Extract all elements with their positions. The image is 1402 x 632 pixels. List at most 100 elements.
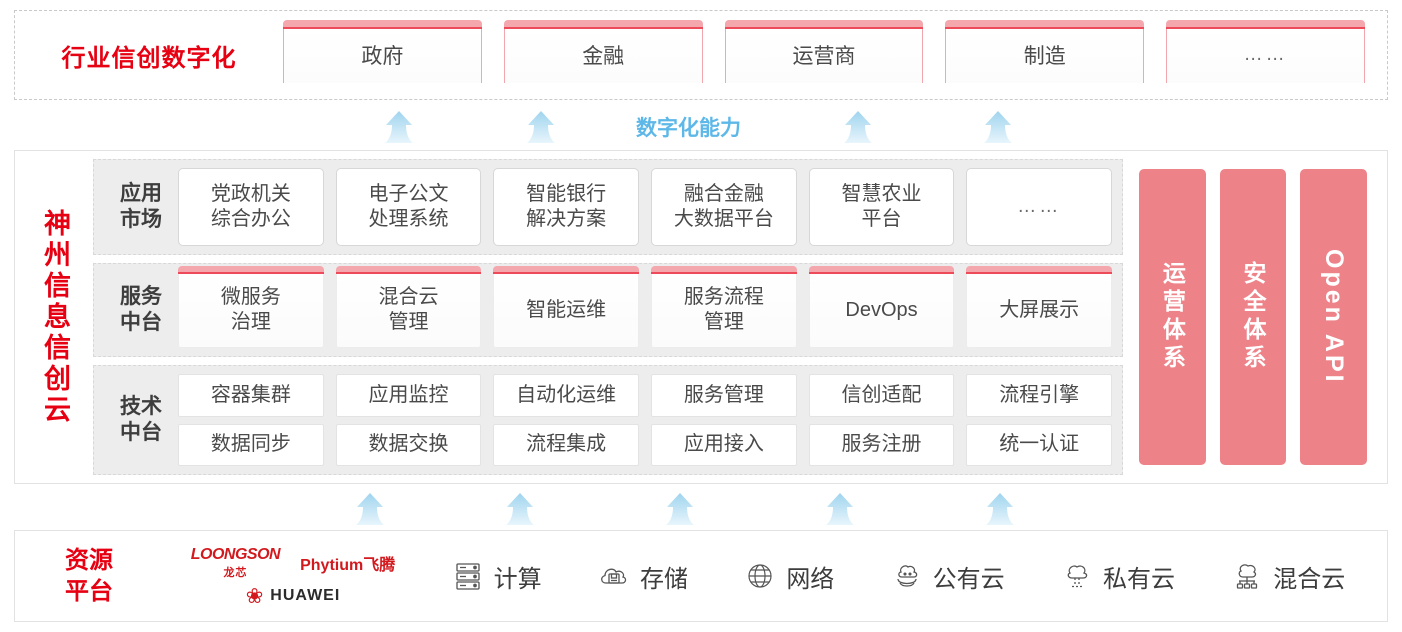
resource-title-line2: 平台	[65, 578, 113, 605]
vendor-logo-line-2: ❀ HUAWEI	[246, 586, 341, 607]
cloud-platform-rows: 应用 市场 党政机关综合办公 电子公文处理系统 智能银行解决方案 融合金融大数据…	[93, 151, 1129, 483]
industry-box-label: 政府	[361, 45, 404, 68]
svc-cell-service-process-mgmt[interactable]: 服务流程管理	[651, 266, 797, 348]
private-cloud-icon	[1060, 559, 1094, 593]
tech-cell-unified-auth[interactable]: 统一认证	[966, 423, 1113, 466]
tech-cell-container-cluster[interactable]: 容器集群	[178, 374, 324, 417]
tech-cell-app-access[interactable]: 应用接入	[651, 423, 797, 466]
cell-label: 统一认证	[999, 433, 1080, 456]
server-rack-icon	[451, 559, 485, 593]
row-service-platform: 服务 中台 微服务治理 混合云管理 智能运维 服务流程管理 DevOps 大屏展…	[93, 263, 1123, 357]
vendor-logo-line-1: LOONGSON 龙芯 Phytium飞腾	[191, 546, 395, 580]
resource-platform-title: 资源 平台	[15, 545, 163, 607]
resource-item-compute[interactable]: 计算	[451, 559, 542, 594]
industry-box-telecom[interactable]: 运营商	[724, 20, 924, 83]
loongson-logo-en: LOONGSON	[190, 545, 281, 563]
public-cloud-icon	[890, 559, 924, 593]
tech-cell-data-exchange[interactable]: 数据交换	[335, 423, 482, 466]
resource-item-network[interactable]: 网络	[743, 559, 834, 594]
cloud-platform-title: 神州信息信创云	[15, 151, 93, 483]
app-cell-more[interactable]: ……	[966, 168, 1113, 246]
resource-item-label: 网络	[786, 565, 835, 593]
tech-cell-service-registry[interactable]: 服务注册	[808, 423, 955, 466]
pillar-label: 安全体系	[1240, 261, 1266, 373]
hybrid-cloud-icon	[1230, 559, 1264, 593]
app-cell-government-office[interactable]: 党政机关综合办公	[178, 168, 324, 246]
svc-cell-large-screen-display[interactable]: 大屏展示	[966, 266, 1113, 348]
cell-label: 混合云管理	[378, 286, 439, 333]
cell-label: DevOps	[845, 298, 918, 321]
tech-cells-row-2: 数据同步 数据交换 流程集成 应用接入 服务注册 统一认证	[178, 423, 1113, 466]
app-cell-smart-agriculture[interactable]: 智慧农业平台	[808, 168, 955, 246]
vendor-logo-group: LOONGSON 龙芯 Phytium飞腾 ❀ HUAWEI	[163, 546, 423, 607]
resource-item-public-cloud[interactable]: 公有云	[890, 559, 1005, 594]
row-label-line1: 应用	[120, 182, 162, 206]
row-cells-tech-platform: 容器集群 应用监控 自动化运维 服务管理 信创适配 流程引擎 数据同步 数据交换…	[178, 374, 1113, 466]
resource-item-label: 存储	[639, 565, 688, 593]
industry-box-manufacturing[interactable]: 制造	[945, 20, 1145, 83]
tech-cell-service-mgmt[interactable]: 服务管理	[651, 374, 797, 417]
app-cell-smart-bank[interactable]: 智能银行解决方案	[493, 168, 640, 246]
svc-cell-hybrid-cloud-mgmt[interactable]: 混合云管理	[335, 266, 482, 348]
cell-label: 数据同步	[210, 433, 291, 456]
tech-cell-process-engine[interactable]: 流程引擎	[966, 374, 1113, 417]
pillar-open-api[interactable]: Open API	[1300, 169, 1368, 465]
industry-box-finance[interactable]: 金融	[503, 20, 703, 83]
cell-label: 流程引擎	[999, 383, 1080, 406]
pillar-label: 运营体系	[1159, 261, 1186, 373]
up-arrow-icon	[660, 492, 700, 526]
pillar-operation-system[interactable]: 运营体系	[1139, 169, 1206, 465]
industry-box-label: 运营商	[792, 45, 856, 68]
cell-label: 数据交换	[368, 433, 449, 456]
tech-cell-automated-ops[interactable]: 自动化运维	[493, 374, 640, 417]
huawei-flower-icon: ❀	[245, 584, 264, 608]
cell-label: 电子公文处理系统	[368, 183, 449, 230]
cloud-platform-band: 神州信息信创云 应用 市场 党政机关综合办公 电子公文处理系统 智能银行解决方案…	[14, 150, 1388, 484]
industry-box-more[interactable]: ……	[1166, 20, 1365, 83]
row-label-service-platform: 服务 中台	[104, 284, 178, 335]
up-arrow-icon	[350, 492, 390, 526]
resource-item-label: 计算	[493, 565, 542, 593]
row-cells-app-market: 党政机关综合办公 电子公文处理系统 智能银行解决方案 融合金融大数据平台 智慧农…	[178, 168, 1113, 246]
cell-label: 应用监控	[368, 383, 449, 406]
app-cell-edoc-system[interactable]: 电子公文处理系统	[335, 168, 482, 246]
loongson-logo-cn: 龙芯	[223, 566, 248, 579]
cell-label: 容器集群	[210, 383, 291, 406]
up-arrow-icon	[820, 492, 860, 526]
resource-item-private-cloud[interactable]: 私有云	[1060, 559, 1175, 594]
cell-label: 服务流程管理	[683, 286, 764, 333]
pillar-security-system[interactable]: 安全体系	[1219, 169, 1287, 465]
capability-label: 数字化能力	[636, 117, 741, 140]
resource-item-label: 私有云	[1102, 565, 1175, 593]
cell-label: ……	[1017, 196, 1062, 218]
up-arrow-icon	[500, 492, 540, 526]
svc-cell-intelligent-ops[interactable]: 智能运维	[493, 266, 640, 348]
loongson-logo: LOONGSON 龙芯	[190, 545, 281, 580]
up-arrow-icon	[978, 110, 1018, 144]
industry-box-government[interactable]: 政府	[283, 20, 482, 83]
tech-cell-process-integration[interactable]: 流程集成	[493, 423, 640, 466]
resource-item-storage[interactable]: 存储	[597, 559, 688, 594]
svc-cell-devops[interactable]: DevOps	[808, 266, 955, 348]
cloud-storage-icon	[597, 559, 631, 593]
row-app-market: 应用 市场 党政机关综合办公 电子公文处理系统 智能银行解决方案 融合金融大数据…	[93, 159, 1123, 255]
resource-item-hybrid-cloud[interactable]: 混合云	[1230, 559, 1345, 594]
network-icon	[743, 559, 777, 593]
row-label-line2: 市场	[120, 208, 162, 231]
resource-item-label: 混合云	[1273, 565, 1346, 593]
industry-band: 行业信创数字化 政府 金融 运营商 制造 ……	[14, 10, 1388, 100]
tech-cell-app-monitoring[interactable]: 应用监控	[335, 374, 482, 417]
cell-label: 流程集成	[526, 433, 607, 456]
row-label-tech-platform: 技术 中台	[104, 394, 178, 445]
tech-cells-row-1: 容器集群 应用监控 自动化运维 服务管理 信创适配 流程引擎	[178, 374, 1113, 417]
huawei-logo: ❀ HUAWEI	[246, 586, 341, 607]
resource-platform-band: 资源 平台 LOONGSON 龙芯 Phytium飞腾 ❀ HUAWEI	[14, 530, 1388, 622]
cell-label: 智慧农业平台	[841, 183, 922, 230]
cell-label: 自动化运维	[516, 383, 617, 406]
tech-cell-xinchuang-adaptation[interactable]: 信创适配	[808, 374, 955, 417]
app-cell-finance-bigdata[interactable]: 融合金融大数据平台	[651, 168, 797, 246]
industry-box-list: 政府 金融 运营商 制造 ……	[283, 20, 1387, 83]
svc-cell-microservice-governance[interactable]: 微服务治理	[178, 266, 324, 348]
cell-label: 大屏展示	[999, 298, 1080, 321]
tech-cell-data-sync[interactable]: 数据同步	[178, 423, 324, 466]
